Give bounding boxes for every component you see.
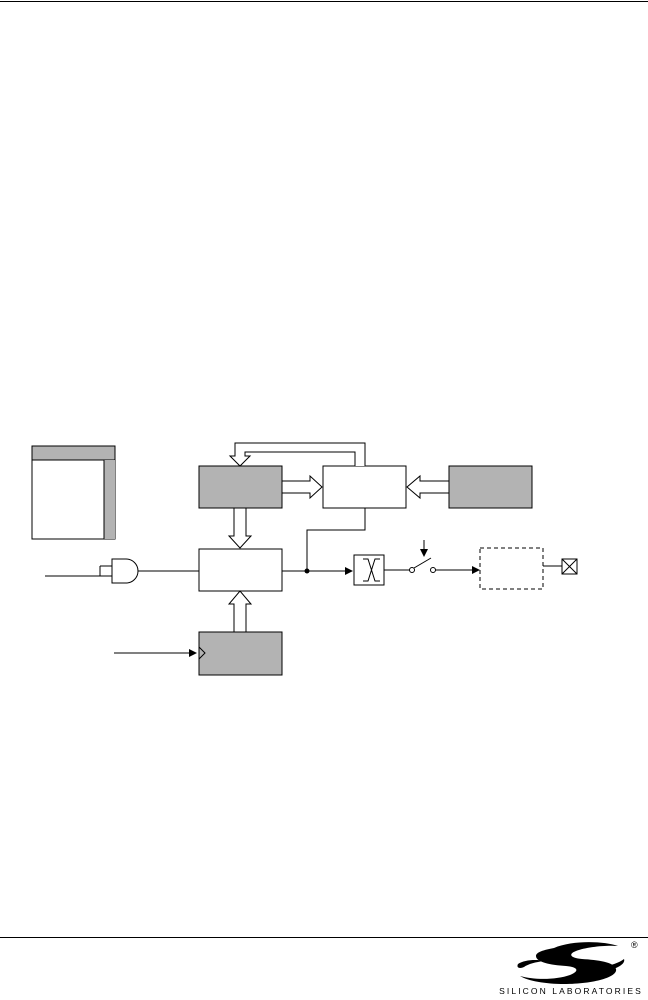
shaded-block-lower	[198, 631, 283, 676]
shaded-block-upper-left	[198, 465, 283, 509]
switch-icon	[409, 540, 436, 573]
register-table	[31, 445, 116, 540]
dashed-block	[479, 547, 544, 590]
hollow-arrow-left	[406, 474, 450, 500]
silicon-labs-logo-icon	[517, 942, 625, 984]
logo-registered-mark: ®	[631, 940, 638, 950]
hollow-arrow-up	[227, 590, 253, 633]
block-diagram	[31, 442, 578, 676]
footer-rule	[0, 937, 648, 938]
logo-text: SILICON LABORATORIES	[499, 986, 643, 996]
pin-pad-icon	[561, 558, 578, 575]
and-gate-icon	[111, 558, 139, 584]
company-logo: ® SILICON LABORATORIES	[494, 940, 648, 1000]
hollow-arrow-right	[281, 474, 323, 500]
clock-edge-icon	[198, 646, 206, 660]
logic-block	[198, 548, 283, 592]
header-rule	[0, 1, 648, 2]
shaded-block-upper-right	[448, 465, 533, 509]
control-block	[322, 465, 407, 509]
feedback-hollow-arrow	[228, 442, 366, 467]
crossbar-icon	[353, 554, 385, 586]
control-feedback-line	[306, 508, 366, 571]
hollow-arrow-down	[227, 507, 253, 549]
